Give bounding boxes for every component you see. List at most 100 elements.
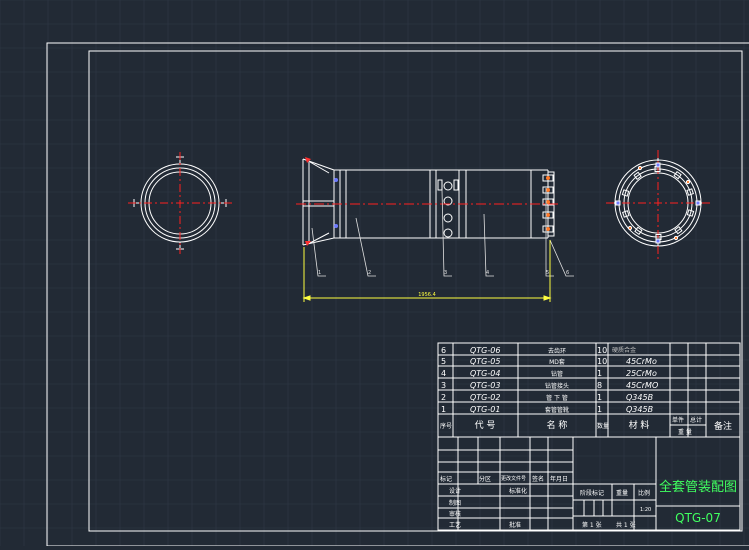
bom-row-name: MD套 [549,358,565,366]
bom-row-material: Q345B [626,405,653,414]
leader-lines [311,188,574,277]
balloon-4: 4 [486,270,489,276]
tb-stage-mark: 阶段标记 [580,489,604,497]
bom-row-name: 钻管 [551,370,563,378]
sheet-outer-border [46,42,749,547]
balloon-labels: 1 2 3 4 5 6 [318,270,569,276]
tooth [633,171,642,180]
bom-row-4[interactable]: 4 QTG-04 钻管 1 25CrMo [441,369,657,378]
tb-date: 年月日 [550,475,568,483]
tb-sheet-total: 共 1 张 [616,521,636,529]
title-block-labels: 标记 分区 更改文件号 签名 年月日 设计 标准化 制图 审核 工艺 批准 阶段… [440,475,651,529]
tb-mark: 标记 [440,475,452,483]
balloon-5: 5 [546,270,549,276]
bom-row-qty: 1 [597,393,602,402]
bom-row-qty: 1 [597,405,602,414]
bom-header-code: 代 号 [475,420,496,431]
bom-header-no: 序号 [440,422,452,430]
bom-row-code: QTG-05 [470,357,500,366]
bom-row-no: 5 [441,357,446,366]
balloon-1: 1 [318,270,321,276]
tb-weight: 重量 [616,489,628,497]
bom-header-weight: 重 量 [678,428,692,436]
tooth [686,209,695,217]
bom-row-qty: 10 [597,346,607,355]
tb-process: 工艺 [449,521,461,529]
bom-row-code: QTG-04 [470,369,500,378]
tooth-marker [655,162,661,168]
tooth-weld-marker [627,225,633,231]
balloon-2: 2 [368,270,371,276]
tb-approve: 批准 [509,521,521,529]
bom-row-no: 3 [441,381,446,390]
bom-row-2[interactable]: 2 QTG-02 管 下 管 1 Q345B [441,393,653,402]
bom-row-no: 6 [441,346,446,355]
left-end-view[interactable] [128,152,232,254]
bom-row-material: Q345B [626,393,653,402]
bom-row-material: 硬质合金 [612,346,636,354]
balloon-3: 3 [444,270,447,276]
tooth-weld-marker [637,165,643,171]
tooth [686,188,694,196]
drawing-title: 全套管装配图 [659,479,737,495]
tb-sheet-no: 第 1 张 [582,521,602,529]
sheet-inner-border [88,50,743,532]
bom-row-no: 4 [441,369,446,378]
tooth-marker [615,200,621,206]
bom-header-total: 总计 [690,416,702,424]
bom-row-1[interactable]: 1 QTG-01 套管管靴 1 Q345B [441,405,653,414]
bom-row-name: 去齿环 [548,347,566,355]
bom-header-material: 材 料 [629,419,650,431]
tooth [673,171,682,180]
bom-row-material: 25CrMo [626,369,657,378]
bom-header-unit: 单件 [672,416,684,424]
tooth [621,189,630,197]
bom-row-no: 1 [441,405,446,414]
bom-header-remark: 备注 [714,420,732,432]
bom-row-name: 管 下 管 [546,394,568,402]
bom-row-code: QTG-06 [470,346,500,355]
weld-markers [305,157,550,246]
bill-of-materials-grid [437,342,741,438]
bom-row-qty: 1 [597,369,602,378]
bom-row-qty: 10 [597,357,607,366]
bom-row-3[interactable]: 3 QTG-03 钻管接头 8 45CrMO [441,381,658,390]
bom-row-6[interactable]: 6 QTG-06 去齿环 10 硬质合金 [441,346,636,355]
overall-length-dimension[interactable] [302,240,552,302]
drawing-number: QTG-07 [675,511,721,525]
tooth-weld-marker [685,179,691,185]
tb-zones: 分区 [479,475,491,483]
tooth [622,210,630,218]
title-block-grid [437,436,741,531]
tooth [634,226,643,235]
bom-row-material: 45CrMO [626,381,658,390]
bom-header-name: 名 称 [547,419,568,431]
tb-design: 设计 [449,487,461,495]
bom-header-qty: 数量 [597,422,609,430]
tooth-weld-marker [673,235,679,241]
bom-row-code: QTG-01 [470,405,500,414]
bom-rows: 6 QTG-06 去齿环 10 硬质合金 5 QTG-05 MD套 10 45C… [441,346,658,414]
tb-standardize: 标准化 [509,487,527,495]
bom-row-no: 2 [441,393,446,402]
right-end-teeth [615,162,701,244]
tooth-marker [695,200,701,206]
tb-change-doc: 更改文件号 [501,475,526,482]
casing-side-view[interactable] [296,158,560,246]
bom-row-code: QTG-03 [470,381,500,390]
tb-signature: 签名 [532,475,544,483]
right-end-view[interactable] [606,150,710,262]
tooth-marker [655,238,661,244]
bom-row-name: 钻管接头 [545,382,569,390]
tb-scale: 比例 [638,489,650,497]
bom-row-5[interactable]: 5 QTG-05 MD套 10 45CrMo [441,357,657,366]
dimension-value: 1956.4 [418,292,436,298]
tb-drafting: 制图 [449,499,461,507]
bom-row-name: 套管管靴 [545,406,569,414]
tb-scale-value: 1:20 [640,507,651,513]
balloon-6: 6 [566,270,569,276]
bom-row-material: 45CrMo [626,357,657,366]
bom-row-code: QTG-02 [470,393,500,402]
